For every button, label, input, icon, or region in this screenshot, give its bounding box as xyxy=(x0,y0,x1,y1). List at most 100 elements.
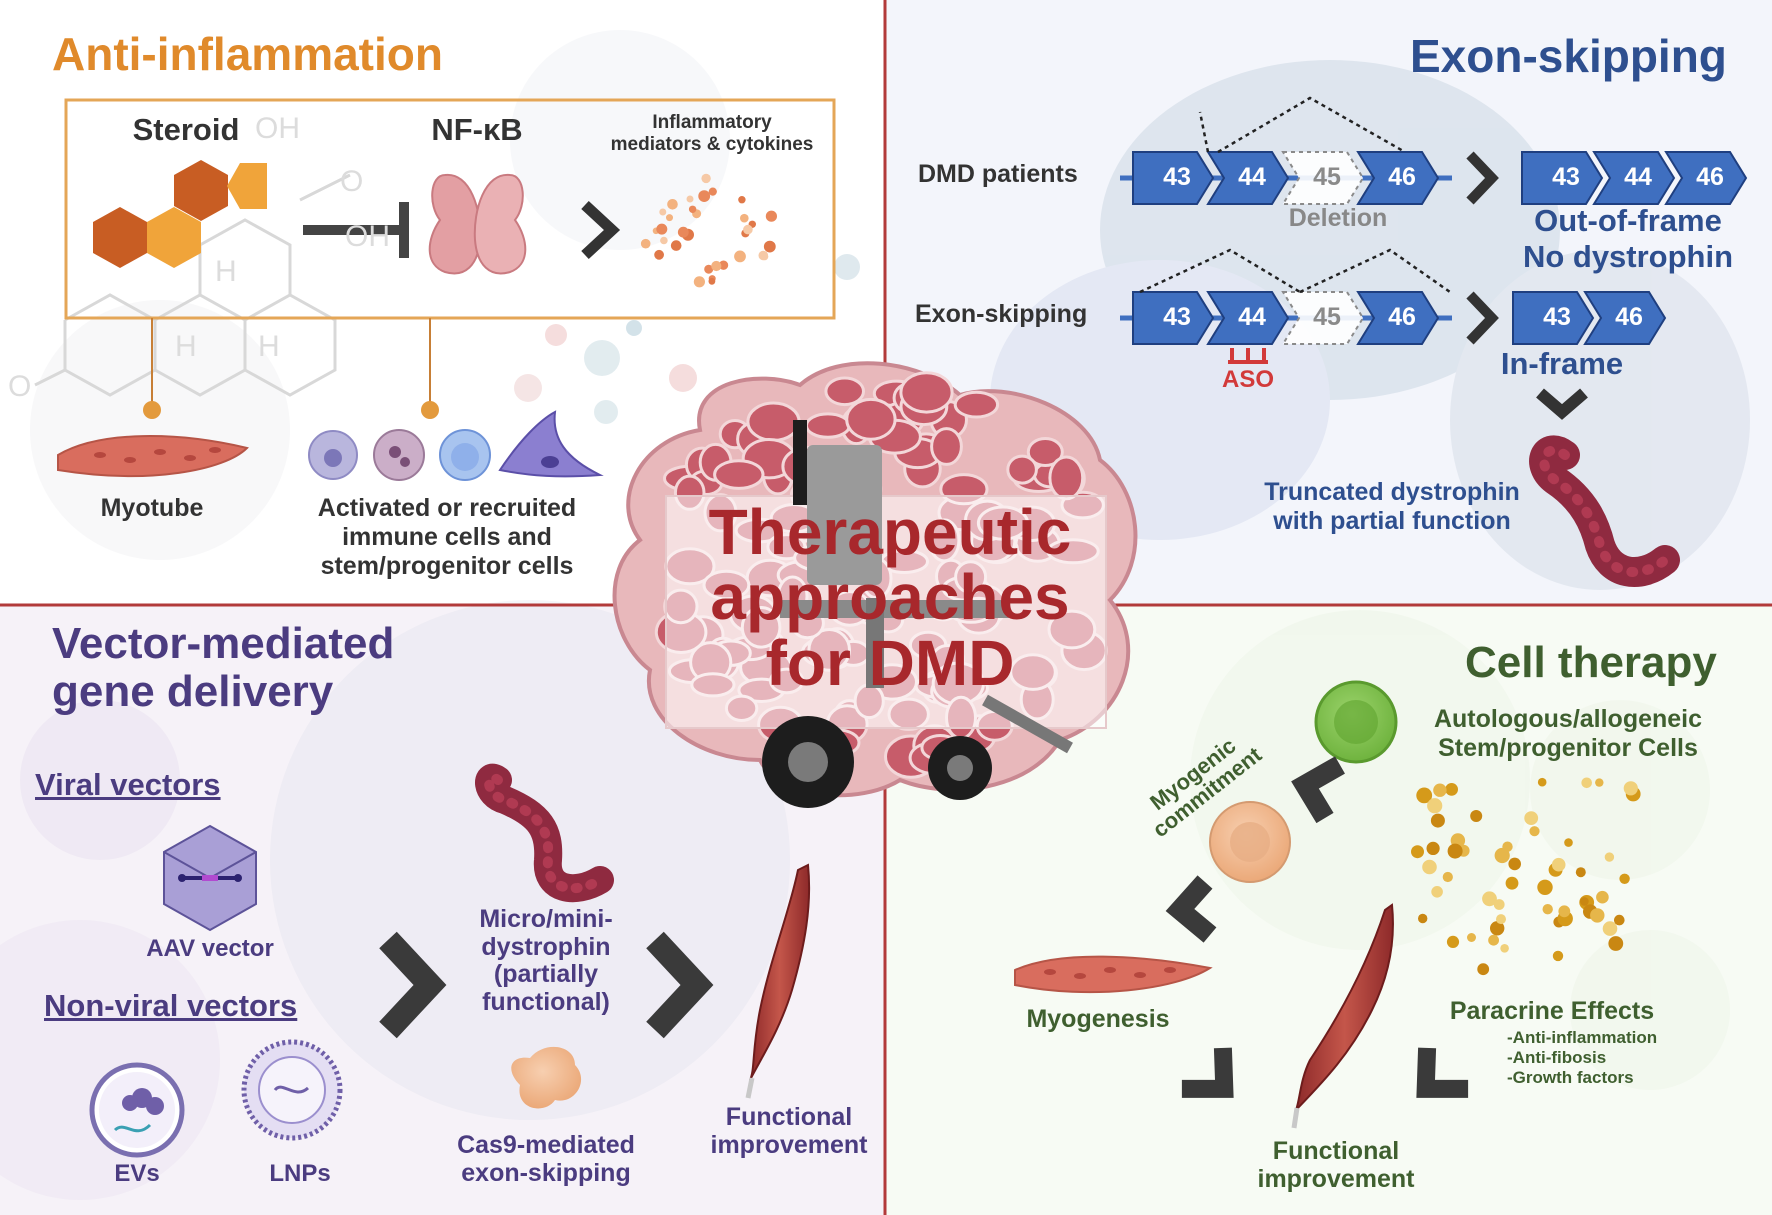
paracrine-dot xyxy=(1524,811,1539,825)
anti-inflammation-frame xyxy=(64,98,836,320)
arrow-chevron-icon xyxy=(1466,151,1499,205)
cytokine-dot xyxy=(708,277,716,285)
truncated-dystrophin-label: Truncated dystrophin with partial functi… xyxy=(1264,478,1520,535)
paracrine-dot xyxy=(1488,934,1499,946)
paracrine-dot xyxy=(1529,826,1540,837)
muscle-fiber xyxy=(713,459,765,490)
exon-number: 44 xyxy=(1238,303,1266,331)
cytokine-dot xyxy=(656,223,668,235)
exon-number: 44 xyxy=(1238,163,1266,191)
deletion-label: Deletion xyxy=(1288,204,1388,232)
paracrine-dots xyxy=(1411,777,1641,976)
chem-glyph: O xyxy=(340,165,364,198)
arrow-chevron-icon xyxy=(1466,291,1499,345)
aav-vector-label: AAV vector xyxy=(146,935,274,962)
exon-number: 43 xyxy=(1163,163,1191,191)
bg-cell-shape xyxy=(20,700,180,860)
exon-box xyxy=(1132,291,1215,345)
viral-vectors-heading: Viral vectors xyxy=(35,767,221,802)
paracrine-dot xyxy=(1490,921,1505,936)
chem-glyph: OH xyxy=(345,220,390,253)
cytokine-dots xyxy=(640,173,778,288)
cytokine-dot xyxy=(677,226,689,238)
splice-line xyxy=(1217,96,1406,154)
cytokine-dot xyxy=(659,208,667,216)
ev-icon xyxy=(89,1062,185,1158)
muscle-fiber xyxy=(824,376,866,407)
exon-number: 45 xyxy=(1313,303,1341,331)
muscle-fiber xyxy=(1026,437,1064,467)
functional-improvement-label-cell: Functional improvement xyxy=(1257,1137,1415,1193)
bubbles xyxy=(514,254,860,424)
bg-cell-shape xyxy=(30,300,290,560)
paracrine-dot xyxy=(1537,777,1547,787)
cytokine-dot xyxy=(701,173,711,184)
paracrine-dot xyxy=(1508,857,1521,871)
paracrine-dot xyxy=(1422,859,1437,875)
cas9-icon xyxy=(511,1046,582,1109)
paracrine-dot xyxy=(1418,913,1428,924)
nonviral-vectors-heading: Non-viral vectors xyxy=(44,988,298,1023)
committed-cell-icon xyxy=(1209,801,1291,883)
chem-glyph: H xyxy=(215,255,237,288)
bg-cell-shape xyxy=(510,30,730,250)
splice-line xyxy=(1299,248,1451,294)
paracrine-dot xyxy=(1430,813,1445,828)
cytokine-dot xyxy=(734,250,746,263)
paracrine-dot xyxy=(1580,897,1589,906)
paracrine-item: -Growth factors xyxy=(1507,1068,1634,1087)
muscle-fiber xyxy=(930,427,963,466)
muscle-icon xyxy=(1291,903,1394,1129)
exon-diagram xyxy=(1120,96,1748,420)
chem-glyph: O xyxy=(8,370,32,403)
paracrine-dot xyxy=(1595,778,1604,787)
cytokine-dot xyxy=(708,187,717,196)
connector-dot xyxy=(421,401,439,419)
cytokine-dot xyxy=(765,210,778,222)
cytokine-dot xyxy=(698,190,711,203)
steroid-molecule-icon xyxy=(93,160,267,268)
cytokine-dot xyxy=(738,196,746,204)
aso-icon xyxy=(1228,348,1268,364)
paracrine-dot xyxy=(1596,890,1609,904)
exon-box xyxy=(1281,291,1365,345)
paracrine-dot xyxy=(1445,783,1458,796)
microdystrophin-icon xyxy=(475,763,614,903)
arrow-chevron-icon xyxy=(646,931,714,1039)
chem-glyph: H xyxy=(175,330,197,363)
paracrine-dot xyxy=(1551,857,1566,872)
myogenesis-label: Myogenesis xyxy=(1026,1005,1170,1033)
cytokine-dot xyxy=(693,276,706,288)
exon-box xyxy=(1132,151,1215,205)
exon-box xyxy=(1664,151,1748,205)
myotube-icon xyxy=(1014,955,1213,994)
exon-box xyxy=(1592,151,1676,205)
paracrine-dot xyxy=(1470,810,1483,822)
wheelchair-icon xyxy=(762,420,1073,808)
exon-box xyxy=(1206,291,1290,345)
paracrine-dot xyxy=(1581,777,1592,789)
muscle-fiber xyxy=(845,397,897,441)
arrow-chevron-icon xyxy=(1165,875,1217,943)
arrow-chevron-icon xyxy=(581,200,621,260)
steroid-skeleton-faint xyxy=(34,173,351,397)
nfkb-protein-icon xyxy=(428,173,527,275)
arrow-chevron-icon xyxy=(1291,756,1345,824)
paracrine-dot xyxy=(1446,935,1460,949)
paracrine-item: -Anti-fibosis xyxy=(1507,1048,1607,1067)
background-decor xyxy=(0,30,1750,1200)
truncated-dystrophin-icon xyxy=(1529,435,1680,587)
arrow-chevron-icon xyxy=(1536,388,1588,420)
nfkb-label: NF-κB xyxy=(431,112,523,147)
paracrine-dot xyxy=(1614,914,1625,926)
cytokine-dot xyxy=(640,238,651,249)
aav-vector-icon xyxy=(163,824,257,932)
exon-number: 46 xyxy=(1388,163,1416,191)
paracrine-dot xyxy=(1416,787,1433,804)
arrow-chevron-icon xyxy=(1181,1047,1234,1098)
steroid-label: Steroid xyxy=(132,112,240,147)
mediators-label: Inflammatory mediators & cytokines xyxy=(610,112,814,155)
exon-number: 46 xyxy=(1696,163,1724,191)
